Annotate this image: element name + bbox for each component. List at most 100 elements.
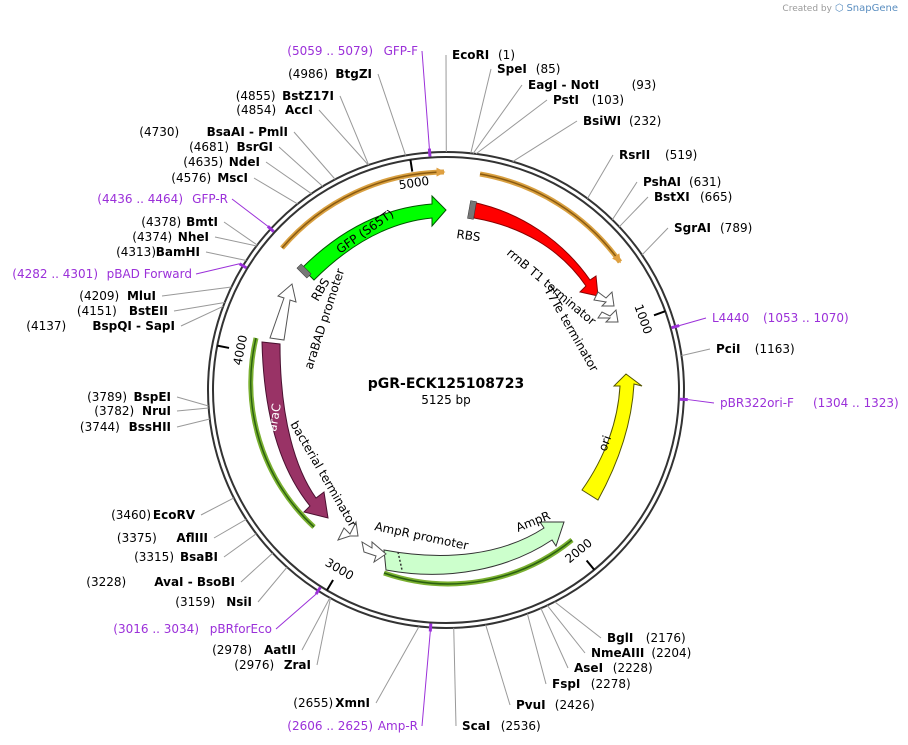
enzyme-site[interactable]: (4374)NheI [132, 230, 209, 244]
enzyme-site[interactable]: PciI(1163) [716, 342, 795, 356]
primer-site[interactable]: (2606 .. 2625)Amp-R [287, 719, 418, 733]
enzyme-name: NmeAIII [591, 646, 644, 660]
tick-label: 5000 [398, 174, 430, 192]
enzyme-site[interactable]: BglI(2176) [607, 631, 686, 645]
snapgene-watermark: Created by ⬡ SnapGene [782, 3, 898, 14]
enzyme-site[interactable]: SgrAI (789) [674, 221, 752, 235]
enzyme-site[interactable]: (4635)NdeI [183, 155, 260, 169]
enzyme-name: PshAI [643, 175, 681, 189]
enzyme-leader-line [611, 181, 638, 221]
enzyme-site[interactable]: PvuI(2426) [516, 698, 595, 712]
primer-name: GFP-F [384, 44, 419, 58]
enzyme-position: (789) [720, 221, 752, 235]
enzyme-leader-line [316, 597, 331, 666]
enzyme-site[interactable]: (3375)AflIII [117, 531, 208, 545]
primer-range: (1304 .. 1323) [813, 396, 899, 410]
enzyme-position: (85) [536, 62, 561, 76]
enzyme-leader-line [223, 221, 258, 246]
tick-5000 [409, 159, 414, 172]
feature-ampR-promoter[interactable] [361, 540, 387, 564]
enzyme-site[interactable]: (4855)BstZ17I [236, 89, 334, 103]
enzyme-site[interactable]: RsrII(519) [619, 148, 697, 162]
enzyme-site[interactable]: (4730)BsaAI - PmlI [139, 125, 288, 139]
enzyme-site[interactable]: FspI(2278) [552, 677, 631, 691]
primer-site[interactable]: pBR322ori-F(1304 .. 1323) [720, 396, 899, 410]
enzyme-name: BamHI [156, 245, 200, 259]
enzyme-site[interactable]: AseI(2228) [574, 661, 653, 675]
feature-ori[interactable] [581, 373, 643, 501]
enzyme-site[interactable]: (3228)AvaI - BsoBI [86, 575, 235, 589]
enzyme-position: (2426) [555, 698, 595, 712]
primer-name: Amp-R [378, 719, 418, 733]
feature-term-1[interactable] [593, 290, 615, 307]
enzyme-site[interactable]: (4209)MluI [79, 289, 156, 303]
plasmid-length: 5125 bp [421, 393, 471, 407]
feature-term-2[interactable] [597, 308, 619, 323]
primer-leader-line [679, 317, 707, 327]
feature-araC[interactable] [261, 341, 329, 519]
enzyme-leader-line [293, 131, 336, 180]
enzyme-site[interactable]: (2976)ZraI [234, 658, 311, 672]
enzyme-site[interactable]: PstI(103) [553, 93, 624, 107]
enzyme-site[interactable]: (3744)BssHII [80, 420, 171, 434]
enzyme-position: (3789) [87, 390, 127, 404]
primer-site[interactable]: L4440(1053 .. 1070) [712, 311, 849, 325]
enzyme-site[interactable]: (4313)BamHI [116, 245, 200, 259]
enzyme-site[interactable]: (3460)EcoRV [111, 508, 196, 522]
enzyme-site[interactable]: (4681)BsrGI [189, 140, 273, 154]
primer-site[interactable]: (4436 .. 4464)GFP-R [97, 192, 228, 206]
enzyme-site[interactable]: (4576)MscI [171, 171, 248, 185]
enzyme-name: PstI [553, 93, 579, 107]
enzyme-site[interactable]: (2978)AatII [212, 643, 296, 657]
label-ampR-promoter: AmpR promoter [373, 519, 469, 553]
enzyme-site[interactable]: (2655)XmnI [293, 696, 370, 710]
enzyme-position: (4730) [139, 125, 179, 139]
enzyme-position: (4313) [116, 245, 156, 259]
enzyme-site[interactable]: (4986)BtgZI [288, 67, 372, 81]
enzyme-site[interactable]: NmeAIII(2204) [591, 646, 691, 660]
primer-site[interactable]: (4282 .. 4301)pBAD Forward [12, 267, 192, 281]
enzyme-position: (2976) [234, 658, 274, 672]
enzyme-name: NdeI [229, 155, 260, 169]
enzyme-site[interactable]: BsiWI(232) [583, 114, 661, 128]
enzyme-name: SpeI [497, 62, 527, 76]
enzyme-site[interactable]: (4378)BmtI [141, 215, 218, 229]
enzyme-leader-line [213, 518, 247, 539]
enzyme-position: (3375) [117, 531, 157, 545]
feature-araBAD-promoter[interactable] [269, 283, 297, 341]
primer-mark [314, 586, 322, 595]
enzyme-name: BsrGI [236, 140, 273, 154]
enzyme-site[interactable]: (3315)BsaBI [134, 550, 218, 564]
enzyme-name: NruI [142, 404, 171, 418]
enzyme-site[interactable]: (4151)BstEII [77, 304, 168, 318]
enzyme-site[interactable]: (3789)BspEI [87, 390, 171, 404]
outer-arcs [248, 167, 623, 587]
label-gfp: GFP (S65T) [334, 207, 397, 257]
enzyme-site[interactable]: PshAI(631) [643, 175, 721, 189]
enzyme-leader-line [205, 251, 247, 261]
enzyme-site[interactable]: BstXI(665) [654, 190, 732, 204]
enzyme-site[interactable]: EcoRI(1) [452, 48, 515, 62]
enzyme-site[interactable]: (4854)AccI [236, 103, 313, 117]
enzyme-name: BssHII [129, 420, 171, 434]
enzyme-site[interactable]: EagI - NotI(93) [528, 78, 656, 92]
enzyme-leader-line [375, 626, 420, 704]
primer-site[interactable]: (5059 .. 5079)GFP-F [287, 44, 418, 58]
enzyme-site[interactable]: (3782)NruI [94, 404, 171, 418]
feature-ampR[interactable] [383, 521, 565, 575]
enzyme-position: (1) [498, 48, 515, 62]
enzyme-site[interactable]: SpeI (85) [497, 62, 560, 76]
feature-gfp[interactable] [301, 194, 447, 281]
enzyme-name: SgrAI [674, 221, 711, 235]
enzyme-site[interactable]: (4137)BspQI - SapI [26, 319, 175, 333]
feature-bacterial-terminator[interactable] [337, 520, 359, 541]
enzyme-site[interactable]: (3159)NsiI [175, 595, 252, 609]
enzyme-name: XmnI [335, 696, 370, 710]
enzyme-leader-line [485, 624, 511, 706]
primer-leader-line [231, 198, 269, 227]
enzyme-position: (3315) [134, 550, 174, 564]
enzyme-position: (2655) [293, 696, 333, 710]
enzyme-leader-line [618, 196, 649, 228]
primer-site[interactable]: (3016 .. 3034)pBRforEco [113, 622, 272, 636]
enzyme-site[interactable]: ScaI(2536) [462, 719, 541, 733]
